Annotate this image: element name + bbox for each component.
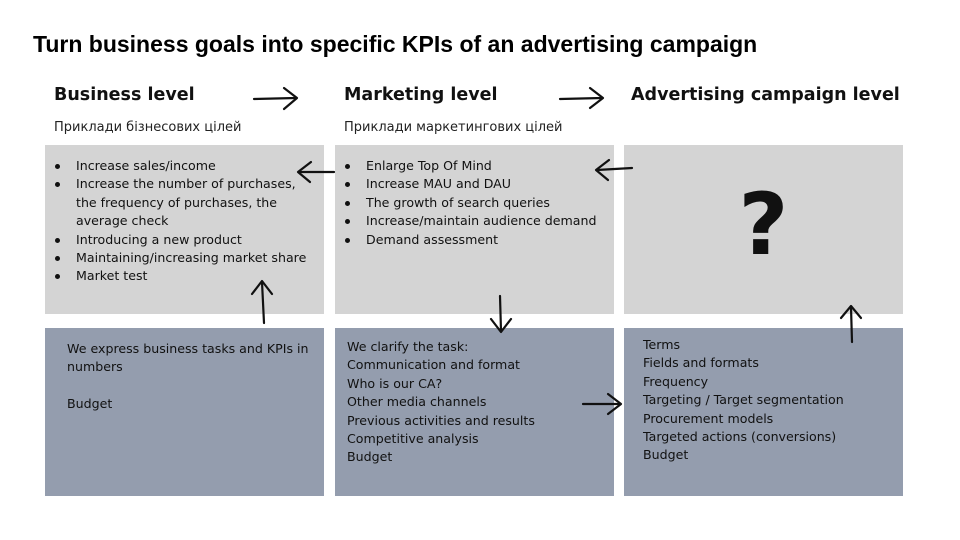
marketing-details-box: We clarify the task: Communication and f… [335, 328, 614, 496]
list-item: Targeted actions (conversions) [643, 429, 837, 445]
list-item: Maintaining/increasing market share [45, 249, 314, 267]
list-item: Budget [643, 447, 689, 463]
list-item [67, 377, 312, 395]
marketing-goals-subheading: Приклади маркетингових цілей [344, 120, 563, 135]
list-item: The growth of search queries [335, 194, 604, 212]
arrow-right-icon [252, 86, 299, 111]
list-item: Frequency [643, 373, 709, 389]
list-item: Increase sales/income [45, 157, 314, 175]
list-item: Competitive analysis [347, 431, 479, 447]
list-item: Terms [643, 337, 681, 352]
marketing-details-list: We clarify the task: Communication and f… [347, 338, 607, 467]
list-item: Other media channels [347, 394, 487, 410]
list-item: Introducing a new product [45, 231, 314, 249]
list-item: Demand assessment [335, 231, 604, 249]
question-mark-icon: ? [738, 175, 789, 275]
business-details-box: We express business tasks and KPIs in nu… [45, 328, 324, 496]
list-item: Communication and format [347, 357, 520, 373]
marketing-goals-box: Enlarge Top Of Mind Increase MAU and DAU… [335, 145, 614, 314]
list-item: Who is our CA? [347, 375, 443, 391]
list-item: Increase MAU and DAU [335, 175, 604, 193]
business-level-heading: Business level [54, 85, 195, 105]
list-item: Fields and formats [643, 355, 759, 371]
list-item: Increase/maintain audience demand [335, 212, 604, 230]
list-item: Procurement models [643, 410, 774, 426]
list-item: We express business tasks and KPIs in nu… [67, 341, 309, 375]
advertising-details-list: Terms Fields and formats Frequency Targe… [643, 336, 898, 465]
advertising-level-heading: Advertising campaign level [631, 85, 900, 105]
business-details-list: We express business tasks and KPIs in nu… [67, 340, 312, 414]
list-item: We clarify the task: [347, 339, 469, 354]
business-goals-subheading: Приклади бізнесових цілей [54, 120, 242, 135]
list-item: Previous activities and results [347, 412, 535, 428]
list-item: Market test [45, 267, 314, 285]
arrow-right-icon [558, 86, 605, 110]
marketing-level-heading: Marketing level [344, 85, 498, 105]
advertising-details-box: Terms Fields and formats Frequency Targe… [624, 328, 903, 496]
business-goals-box: Increase sales/income Increase the numbe… [45, 145, 324, 314]
list-item: Increase the number of purchases, the fr… [45, 175, 314, 230]
list-item: Budget [347, 449, 393, 465]
list-item: Targeting / Target segmentation [643, 392, 844, 408]
list-item: Enlarge Top Of Mind [335, 157, 604, 175]
business-goals-list: Increase sales/income Increase the numbe… [45, 157, 314, 286]
marketing-goals-list: Enlarge Top Of Mind Increase MAU and DAU… [335, 157, 604, 249]
page-title: Turn business goals into specific KPIs o… [33, 31, 758, 57]
list-item: Budget [67, 396, 113, 412]
advertising-goals-box: ? [624, 145, 903, 314]
